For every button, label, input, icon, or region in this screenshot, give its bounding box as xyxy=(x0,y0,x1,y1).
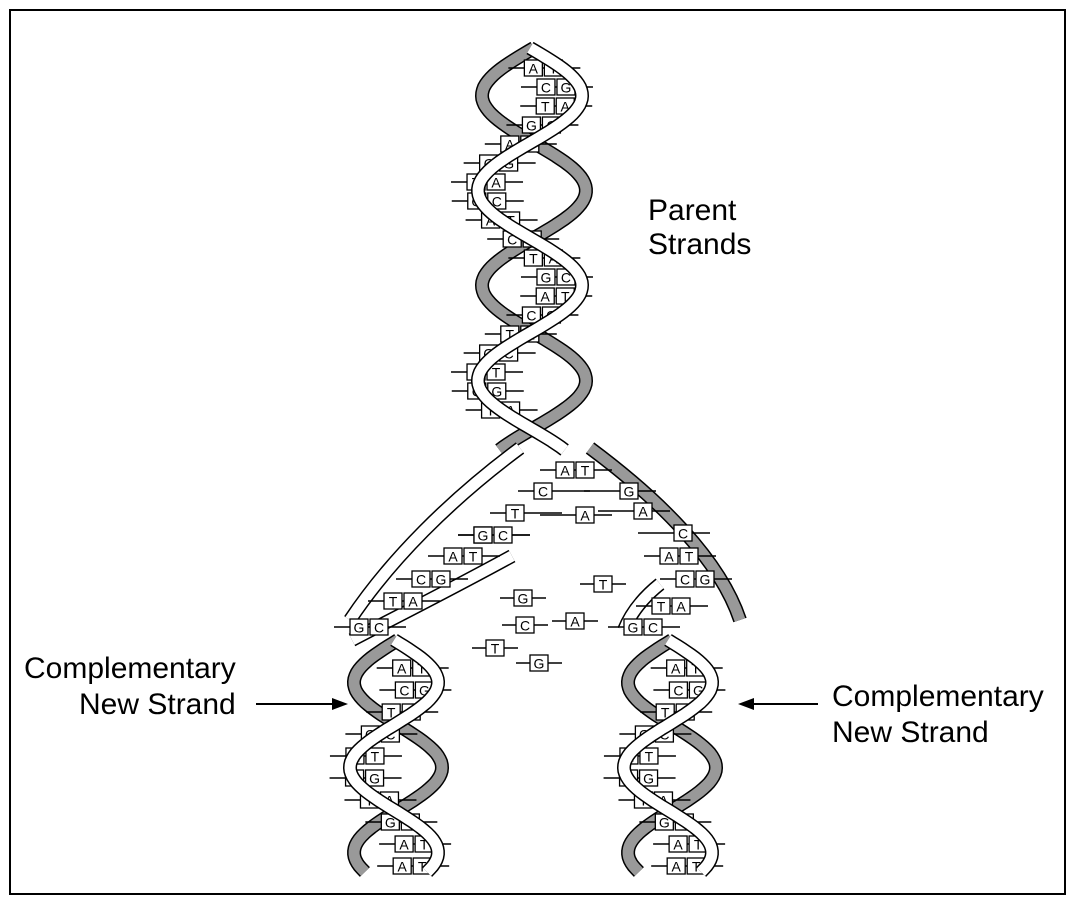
base-label: T xyxy=(541,99,550,115)
base-label: A xyxy=(397,661,407,677)
left-new-strand-label-line1: Complementary xyxy=(24,652,236,685)
free-nucleotide-label: G xyxy=(534,656,545,672)
base-label: T xyxy=(389,594,398,610)
free-nucleotide-label: A xyxy=(570,614,580,630)
base-label: C xyxy=(678,526,688,542)
base-label: A xyxy=(399,837,409,853)
base-label: T xyxy=(645,749,654,765)
base-label: T xyxy=(511,506,520,522)
right-new-strand-label-line2: New Strand xyxy=(832,716,989,749)
base-label: G xyxy=(643,771,654,787)
base-label: G xyxy=(541,270,552,286)
base-label: C xyxy=(374,620,384,636)
base-label: A xyxy=(408,594,418,610)
base-label: T xyxy=(469,549,478,565)
base-label: C xyxy=(538,484,548,500)
base-label: A xyxy=(541,289,551,305)
base-label: G xyxy=(624,484,635,500)
base-label: A xyxy=(580,508,590,524)
base-label: A xyxy=(560,463,570,479)
base-label: G xyxy=(436,572,447,588)
base-label: G xyxy=(700,572,711,588)
base-label: A xyxy=(529,61,539,77)
free-nucleotide-label: T xyxy=(599,577,608,593)
left-new-strand-label-line2: New Strand xyxy=(79,688,236,721)
base-label: T xyxy=(581,463,590,479)
base-label: G xyxy=(526,118,537,134)
base-label: G xyxy=(354,620,365,636)
base-label: A xyxy=(398,859,408,875)
base-label: C xyxy=(526,308,536,324)
base-label: T xyxy=(657,599,666,615)
base-label: A xyxy=(672,859,682,875)
base-label: T xyxy=(492,365,501,381)
base-label: G xyxy=(628,620,639,636)
base-label: G xyxy=(369,771,380,787)
base-label: A xyxy=(638,504,648,520)
parent-strands-label-line2: Strands xyxy=(648,228,751,261)
base-label: T xyxy=(371,749,380,765)
base-label: C xyxy=(680,572,690,588)
parent-strands-label-line1: Parent xyxy=(648,194,737,227)
base-label: A xyxy=(664,549,674,565)
base-label: A xyxy=(676,599,686,615)
base-label: C xyxy=(541,80,551,96)
base-label: C xyxy=(673,683,683,699)
base-label: T xyxy=(685,549,694,565)
base-label: C xyxy=(416,572,426,588)
base-label: A xyxy=(491,175,501,191)
base-label: A xyxy=(448,549,458,565)
base-label: T xyxy=(529,251,538,267)
free-nucleotide-label: T xyxy=(491,641,500,657)
base-label: A xyxy=(673,837,683,853)
base-label: A xyxy=(671,661,681,677)
free-nucleotide-label: C xyxy=(520,618,530,634)
base-label: C xyxy=(648,620,658,636)
base-label: C xyxy=(498,528,508,544)
right-new-strand-label-line1: Complementary xyxy=(832,680,1044,713)
base-label: C xyxy=(399,683,409,699)
base-label: G xyxy=(478,528,489,544)
free-nucleotide-label: G xyxy=(518,591,529,607)
